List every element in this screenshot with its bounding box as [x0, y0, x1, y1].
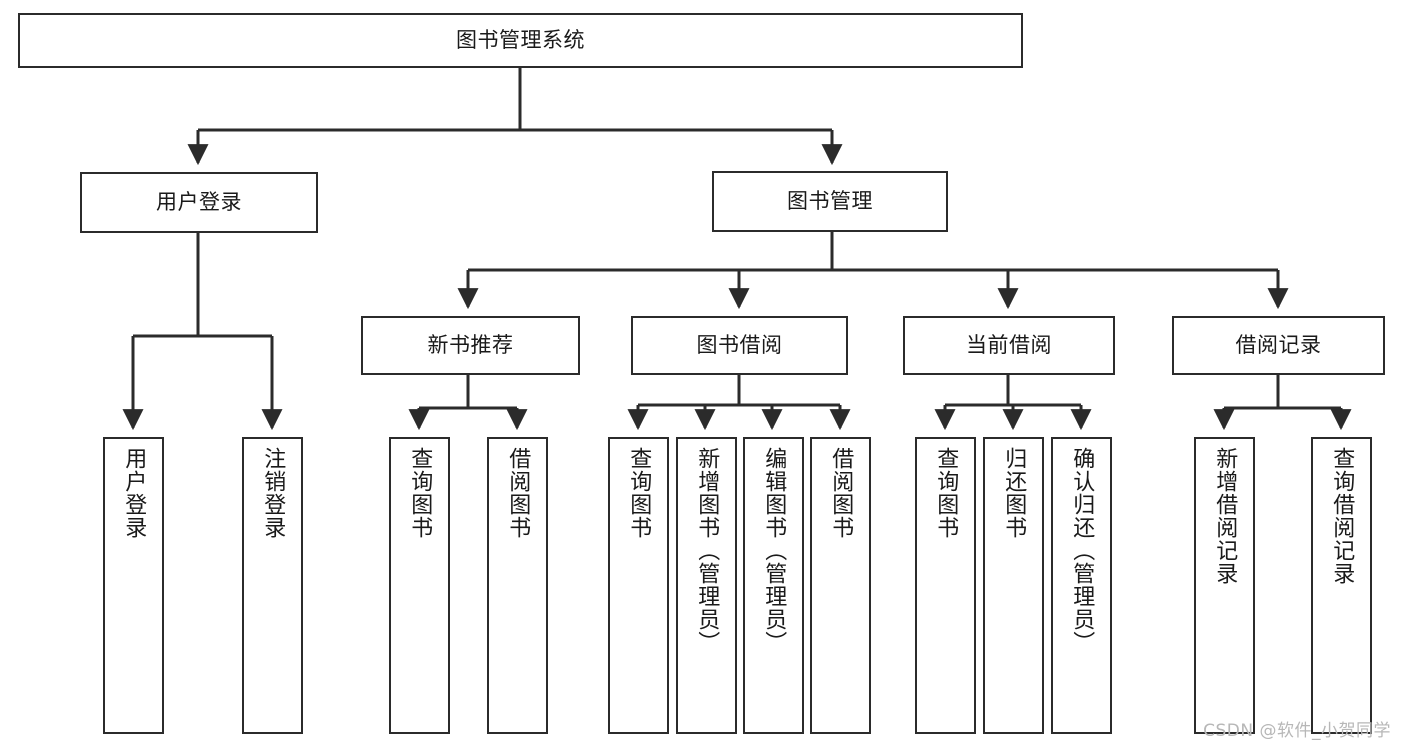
- node-label: 图书借阅: [696, 333, 783, 357]
- node-new-book-recommend[interactable]: 新书推荐: [361, 316, 580, 375]
- leaf-current-confirm-return[interactable]: 确认归还（管理员）: [1051, 437, 1112, 734]
- node-label: 查询图书: [626, 447, 652, 539]
- node-label: 查询图书: [933, 447, 959, 539]
- node-user-login[interactable]: 用户登录: [80, 172, 318, 233]
- leaf-borrow-add-book[interactable]: 新增图书（管理员）: [676, 437, 737, 734]
- leaf-new-book-borrow[interactable]: 借阅图书: [487, 437, 548, 734]
- leaf-current-return-book[interactable]: 归还图书: [983, 437, 1044, 734]
- node-root-book-management-system[interactable]: 图书管理系统: [18, 13, 1023, 68]
- node-borrow-record[interactable]: 借阅记录: [1172, 316, 1385, 375]
- watermark: CSDN @软件_小贺同学: [1203, 721, 1391, 741]
- node-label: 图书管理系统: [456, 28, 585, 52]
- leaf-borrow-borrow-book[interactable]: 借阅图书: [810, 437, 871, 734]
- node-label: 当前借阅: [966, 333, 1052, 357]
- node-label: 查询图书: [407, 447, 433, 539]
- node-label: 确认归还（管理员）: [1069, 447, 1095, 654]
- node-label: 借阅记录: [1235, 333, 1322, 357]
- node-label: 新增借阅记录: [1212, 447, 1238, 585]
- leaf-user-login-logout[interactable]: 注销登录: [242, 437, 303, 734]
- node-label: 新书推荐: [427, 333, 514, 357]
- leaf-new-book-query[interactable]: 查询图书: [389, 437, 450, 734]
- leaf-record-add-record[interactable]: 新增借阅记录: [1194, 437, 1255, 734]
- node-label: 用户登录: [121, 447, 147, 539]
- node-label: 查询借阅记录: [1329, 447, 1355, 585]
- leaf-current-query-book[interactable]: 查询图书: [915, 437, 976, 734]
- node-label: 编辑图书（管理员）: [761, 447, 787, 654]
- node-book-borrow[interactable]: 图书借阅: [631, 316, 848, 375]
- node-label: 借阅图书: [828, 447, 854, 539]
- node-current-borrow[interactable]: 当前借阅: [903, 316, 1115, 375]
- node-label: 注销登录: [260, 447, 286, 539]
- node-label: 新增图书（管理员）: [694, 447, 720, 654]
- node-label: 借阅图书: [505, 447, 531, 539]
- leaf-borrow-query-book[interactable]: 查询图书: [608, 437, 669, 734]
- node-book-management[interactable]: 图书管理: [712, 171, 948, 232]
- node-label: 归还图书: [1001, 447, 1027, 539]
- node-label: 用户登录: [156, 190, 242, 214]
- leaf-record-query-record[interactable]: 查询借阅记录: [1311, 437, 1372, 734]
- leaf-user-login-login[interactable]: 用户登录: [103, 437, 164, 734]
- leaf-borrow-edit-book[interactable]: 编辑图书（管理员）: [743, 437, 804, 734]
- node-label: 图书管理: [787, 189, 873, 213]
